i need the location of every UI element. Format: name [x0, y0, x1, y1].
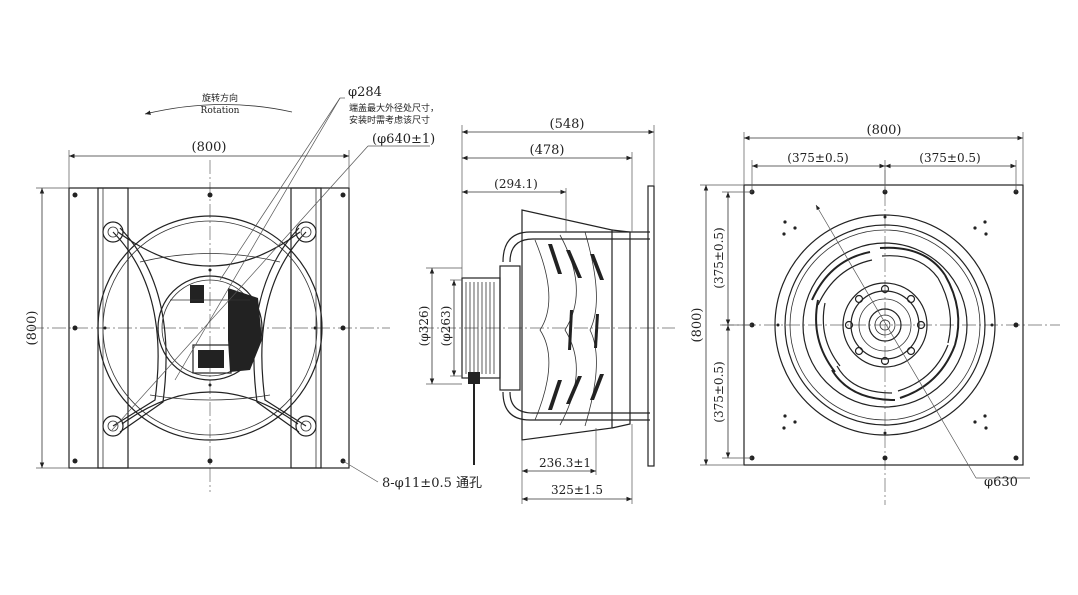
mounting-holes-label: 8-φ11±0.5 通孔	[382, 476, 482, 491]
rear-half-bottom-label: (375±0.5)	[712, 361, 726, 422]
rear-impeller-dia-leader	[815, 204, 977, 479]
front-motor-cap	[157, 275, 263, 381]
front-view: (800) (800) 旋转方向 Rotation φ284 端盖最大外径处尺寸…	[25, 85, 482, 492]
front-height-label: (800)	[25, 311, 40, 346]
rear-hub	[842, 282, 928, 368]
rear-impeller	[802, 242, 968, 408]
front-inlet-ring	[97, 215, 323, 441]
rotation-label-en: Rotation	[201, 106, 240, 116]
cap-note-line1: 端盖最大外径处尺寸，	[349, 102, 439, 114]
side-view: (548) (478) (294.1) (φ326) (φ263) 236.3±…	[417, 117, 675, 504]
rear-half-right-label: (375±0.5)	[919, 151, 980, 165]
side-impeller	[521, 209, 613, 441]
front-bracket-arm	[112, 231, 159, 427]
side-inner-depth-label: (294.1)	[494, 177, 538, 191]
front-cap-leader	[174, 97, 341, 381]
rotation-label-cn: 旋转方向	[202, 92, 238, 104]
cap-diameter-label: φ284	[348, 85, 382, 100]
side-motor-body	[499, 265, 521, 391]
rotation-arrow	[144, 104, 293, 115]
rear-width-label: (800)	[867, 123, 902, 138]
side-dim-b-label: 325±1.5	[551, 483, 603, 497]
front-heatsink	[228, 288, 262, 372]
side-dim-a-label: 236.3±1	[539, 456, 591, 470]
front-mounting-plate	[68, 187, 350, 469]
ring-diameter-label: (φ640±1)	[372, 132, 435, 147]
side-inner-dia-label: (φ263)	[439, 306, 453, 347]
front-width-label: (800)	[192, 140, 227, 155]
cap-note-line2: 安装时需考虑该尺寸	[349, 114, 430, 126]
rear-half-top-label: (375±0.5)	[712, 227, 726, 288]
rear-view: (800) (375±0.5) (375±0.5) (800) (375±0.5…	[690, 123, 1060, 505]
rear-height-label: (800)	[690, 308, 705, 343]
rear-impeller-dia-label: φ630	[984, 475, 1018, 490]
rear-half-left-label: (375±0.5)	[787, 151, 848, 165]
front-rail-right	[290, 187, 322, 469]
side-bracket	[502, 231, 650, 263]
front-boss	[102, 221, 124, 243]
side-body-depth-label: (478)	[530, 143, 565, 158]
side-total-depth-label: (548)	[550, 117, 585, 132]
side-mounting-plate	[647, 185, 655, 467]
side-outer-dia-label: (φ326)	[417, 306, 431, 347]
rear-inlet-ring	[774, 214, 996, 436]
